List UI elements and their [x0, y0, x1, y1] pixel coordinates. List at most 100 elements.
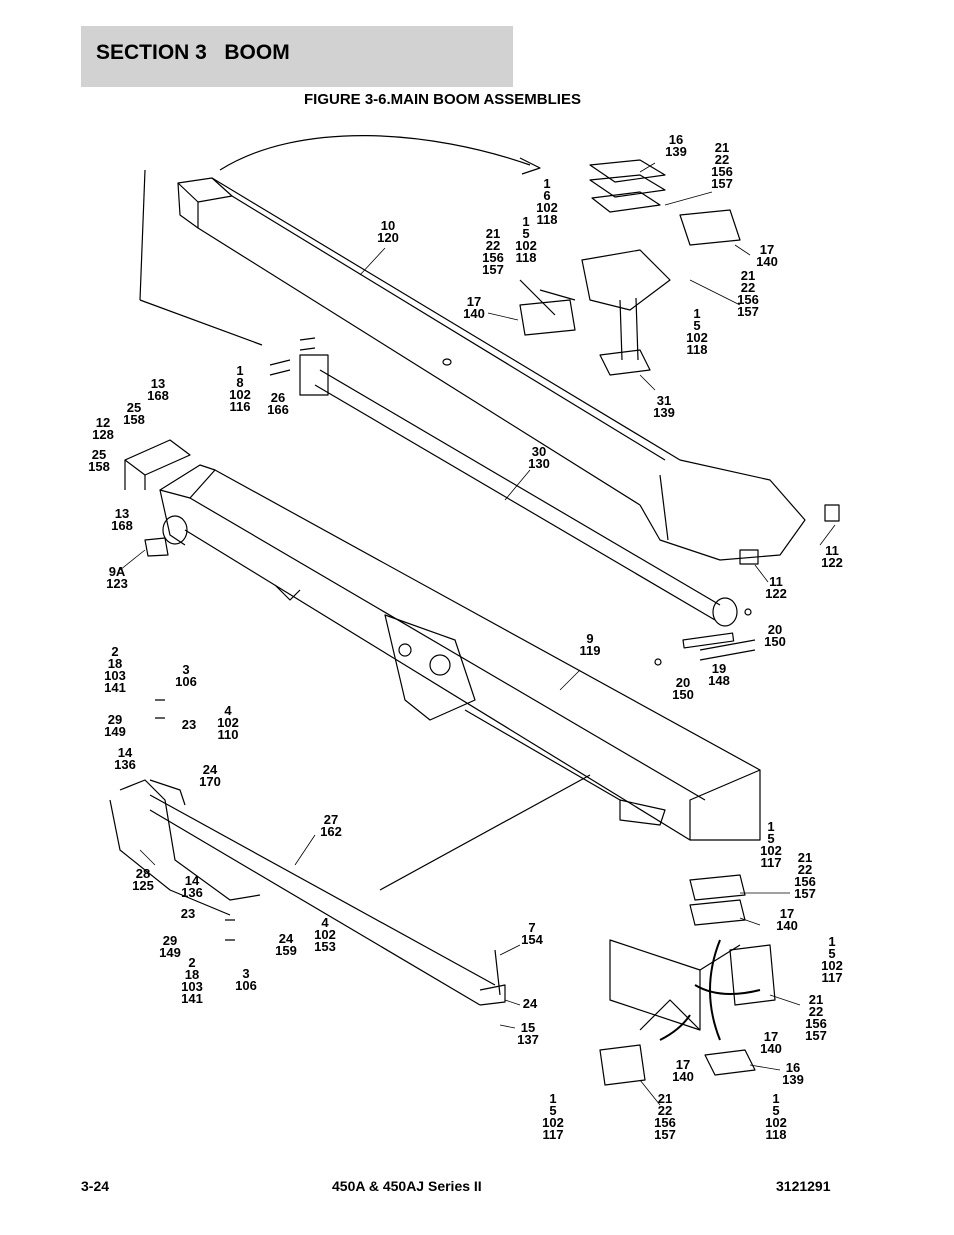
callout-line: 21: [741, 268, 755, 283]
callout-line: 157: [711, 176, 733, 191]
callout-line: 122: [765, 586, 787, 601]
callout-line: 21: [715, 140, 729, 155]
callout-line: 26: [271, 390, 285, 405]
callout-line: 158: [123, 412, 145, 427]
callout-line: 31: [657, 393, 671, 408]
callout-line: 102: [314, 927, 336, 942]
part-callout: 23: [181, 906, 195, 921]
section-title: SECTION 3 BOOM: [96, 41, 290, 64]
callout-line: 20: [676, 675, 690, 690]
callout-line: 1: [772, 1091, 779, 1106]
callout-line: 14: [185, 873, 200, 888]
callout-line: 16: [786, 1060, 800, 1075]
callout-line: 15: [521, 1020, 535, 1035]
transfer-arrow-top: [219, 135, 531, 171]
callout-line: 156: [805, 1016, 827, 1031]
callout-line: 28: [136, 866, 150, 881]
upper-boom-section: [177, 177, 806, 561]
callout-line: 157: [737, 304, 759, 319]
callout-line: 3: [242, 966, 249, 981]
callout-line: 157: [482, 262, 504, 277]
lower-boom-section: [109, 779, 506, 1006]
callout-line: 102: [686, 330, 708, 345]
callout-line: 106: [175, 674, 197, 689]
bracket-and-bolts: [124, 337, 501, 996]
callout-line: 21: [809, 992, 823, 1007]
callout-line: 118: [766, 1127, 787, 1142]
callout-line: 140: [756, 254, 778, 269]
callout-line: 24: [203, 762, 218, 777]
callout-line: 157: [805, 1028, 827, 1043]
callout-line: 1: [522, 214, 529, 229]
callout-line: 156: [654, 1115, 676, 1130]
callout-line: 168: [147, 388, 169, 403]
callout-line: 122: [821, 555, 843, 570]
callout-line: 125: [132, 878, 154, 893]
callout-line: 17: [467, 294, 481, 309]
callout-line: 5: [828, 946, 835, 961]
callout-line: 5: [772, 1103, 779, 1118]
callout-line: 156: [711, 164, 733, 179]
callout-line: 1: [549, 1091, 556, 1106]
callout-line: 140: [776, 918, 798, 933]
middle-boom-section: [144, 464, 761, 841]
callout-line: 150: [672, 687, 694, 702]
callout-line: 25: [92, 447, 106, 462]
callout-line: 148: [708, 673, 730, 688]
callout-line: 110: [218, 727, 239, 742]
callout-line: 21: [658, 1091, 672, 1106]
callout-line: 14: [118, 745, 133, 760]
callout-line: 119: [580, 643, 601, 658]
callout-line: 140: [672, 1069, 694, 1084]
callout-line: 19: [712, 661, 726, 676]
callout-line: 23: [182, 717, 196, 732]
callout-line: 8: [236, 375, 243, 390]
callout-line: 23: [181, 906, 195, 921]
callout-line: 117: [761, 855, 782, 870]
callout-line: 10: [381, 218, 395, 233]
callout-line: 21: [486, 226, 500, 241]
callout-line: 4: [224, 703, 232, 718]
callout-line: 17: [760, 242, 774, 257]
callout-line: 136: [114, 757, 136, 772]
callout-line: 150: [764, 634, 786, 649]
callout-line: 1: [236, 363, 243, 378]
callout-line: 102: [515, 238, 537, 253]
callout-line: 1: [693, 306, 700, 321]
callout-line: 102: [217, 715, 239, 730]
section-header-band: [81, 26, 513, 87]
callout-line: 168: [111, 518, 133, 533]
callout-line: 16: [669, 132, 683, 147]
part-callout: 24: [523, 996, 538, 1011]
callout-line: 7: [528, 920, 535, 935]
callout-line: 149: [159, 945, 181, 960]
callout-line: 22: [658, 1103, 672, 1118]
callout-line: 27: [324, 812, 338, 827]
